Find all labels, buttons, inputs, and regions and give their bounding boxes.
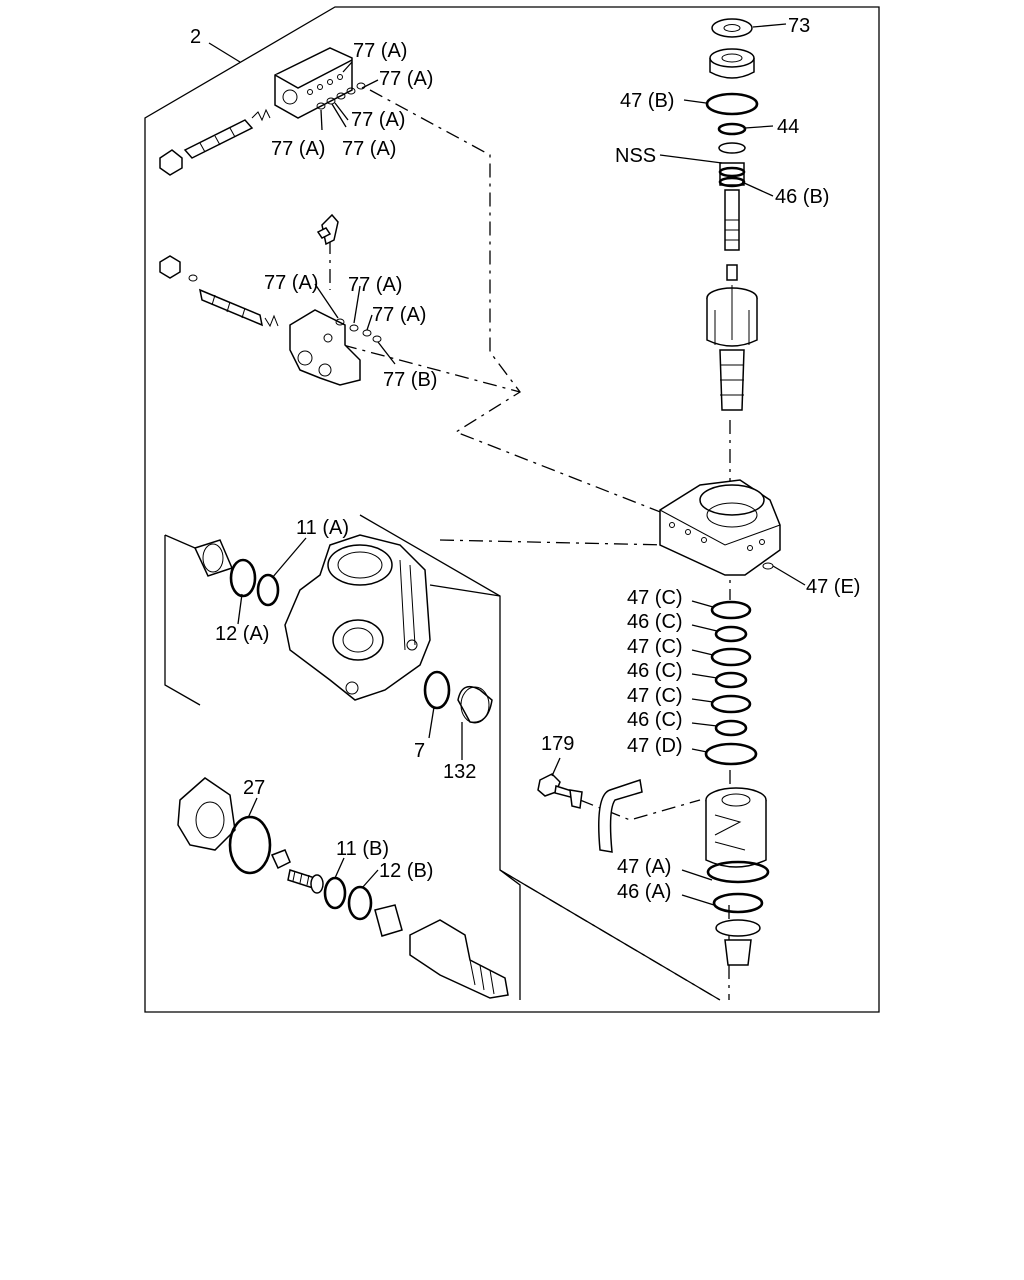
label-77a: 77 (A) bbox=[271, 138, 325, 160]
label-73: 73 bbox=[788, 15, 810, 37]
spool-valve-housing-upper bbox=[159, 47, 366, 176]
label-77b: 77 (B) bbox=[383, 369, 437, 391]
leader-lines bbox=[208, 23, 806, 906]
label-46c: 46 (C) bbox=[627, 660, 683, 682]
bolt-and-bracket bbox=[537, 773, 643, 853]
gear-housing bbox=[193, 534, 493, 724]
bracket-lines bbox=[164, 514, 721, 1001]
label-47c: 47 (C) bbox=[627, 685, 683, 707]
side-cover-and-sector-shaft bbox=[177, 777, 509, 999]
label-2: 2 bbox=[190, 26, 201, 48]
label-nss: NSS bbox=[615, 145, 656, 167]
label-12b: 12 (B) bbox=[379, 860, 433, 882]
label-77a: 77 (A) bbox=[353, 40, 407, 62]
label-77a: 77 (A) bbox=[342, 138, 396, 160]
label-77a: 77 (A) bbox=[348, 274, 402, 296]
label-179: 179 bbox=[541, 733, 574, 755]
label-77a: 77 (A) bbox=[351, 109, 405, 131]
seal-ring-stack bbox=[704, 600, 758, 766]
spool-valve-housing-lower bbox=[159, 213, 382, 386]
input-shaft-assembly bbox=[705, 18, 759, 411]
label-44: 44 bbox=[777, 116, 799, 138]
label-46c: 46 (C) bbox=[627, 611, 683, 633]
label-27: 27 bbox=[243, 777, 265, 799]
label-132: 132 bbox=[443, 761, 476, 783]
label-47c: 47 (C) bbox=[627, 636, 683, 658]
label-77a: 77 (A) bbox=[379, 68, 433, 90]
label-77a: 77 (A) bbox=[264, 272, 318, 294]
power-piston bbox=[705, 787, 770, 966]
label-11a: 11 (A) bbox=[296, 517, 349, 539]
label-7: 7 bbox=[414, 740, 425, 762]
label-46a: 46 (A) bbox=[617, 881, 671, 903]
label-46b: 46 (B) bbox=[775, 186, 829, 208]
label-47b: 47 (B) bbox=[620, 90, 674, 112]
label-47c: 47 (C) bbox=[627, 587, 683, 609]
label-47a: 47 (A) bbox=[617, 856, 671, 878]
callout-labels: 2 77 (A) 77 (A) 77 (A) 77 (A) 77 (A) 77 … bbox=[190, 15, 860, 903]
diagram-frame bbox=[144, 6, 880, 1013]
label-77a: 77 (A) bbox=[372, 304, 426, 326]
label-47e: 47 (E) bbox=[806, 576, 860, 598]
label-11b: 11 (B) bbox=[336, 838, 389, 860]
label-46c: 46 (C) bbox=[627, 709, 683, 731]
label-47d: 47 (D) bbox=[627, 735, 683, 757]
label-12a: 12 (A) bbox=[215, 623, 269, 645]
valve-housing-body bbox=[659, 479, 781, 576]
